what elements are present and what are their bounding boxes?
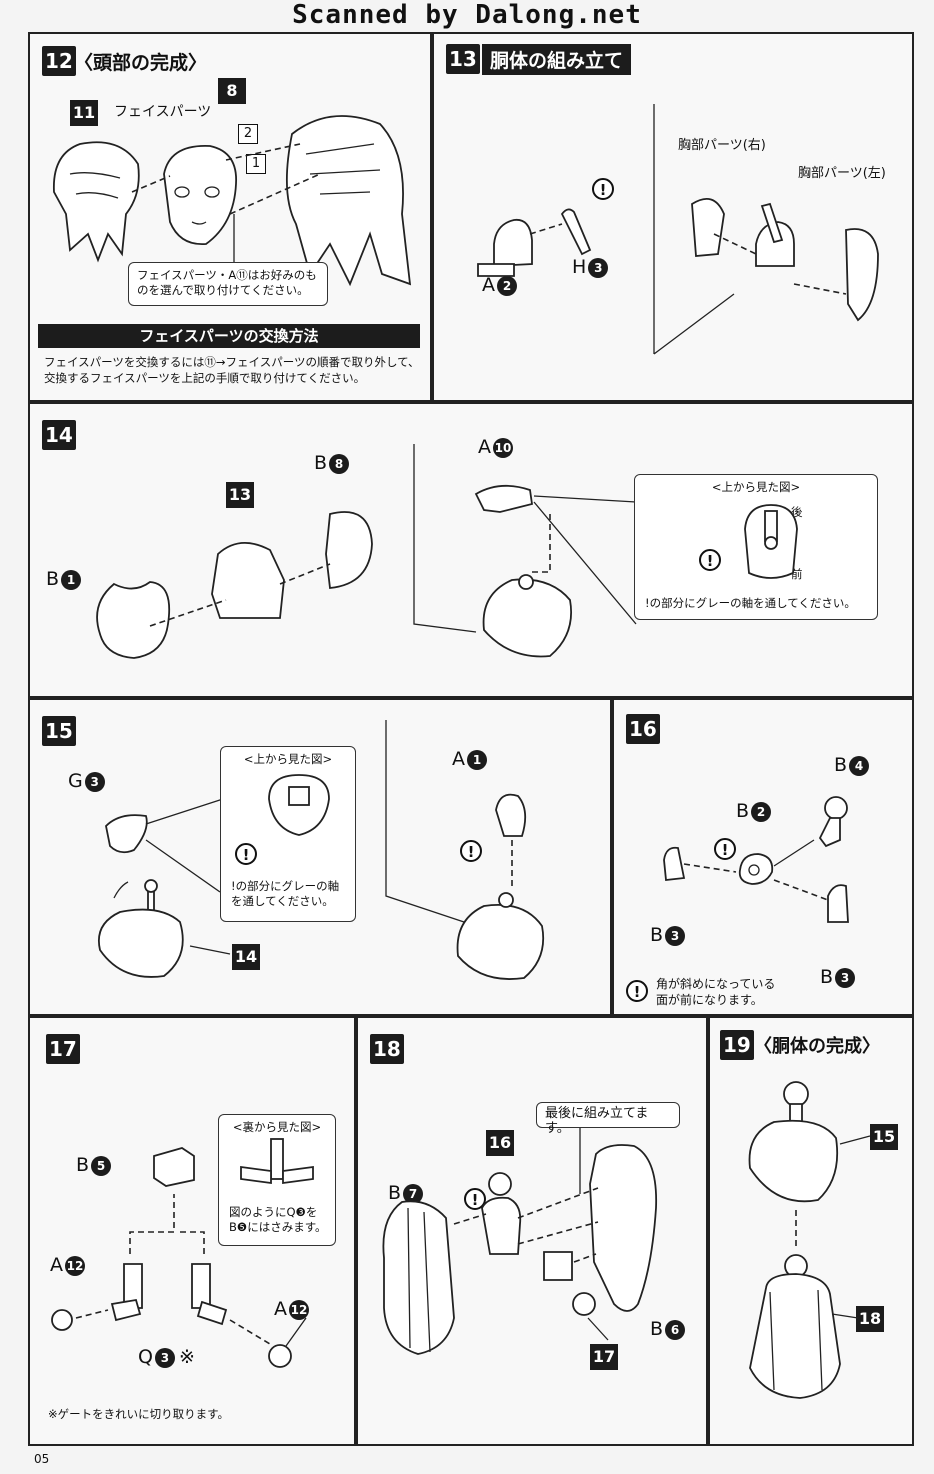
back-view-note: 図のようにQ❸をB❺にはさみます。	[229, 1205, 327, 1234]
sub-assembly-18: 18	[856, 1306, 884, 1332]
head-assembly-illustration	[53, 115, 412, 287]
gate-note: ※ゲートをきれいに切り取ります。	[48, 1407, 229, 1421]
top-view-caption: <上から見た図>	[243, 752, 333, 766]
page-number: 05	[34, 1452, 50, 1466]
sub-assembly-15: 15	[870, 1124, 898, 1150]
caution-mark: !	[460, 840, 482, 862]
step-18-illustration	[382, 1128, 658, 1355]
caution-mark: !	[235, 843, 257, 865]
rear-label: 後	[791, 505, 803, 519]
sub-assembly-13: 13	[226, 482, 254, 508]
back-view-caption: <裏から見た図>	[232, 1120, 322, 1134]
step-number: 16	[626, 714, 660, 744]
top-view-caption: <上から見た図>	[711, 480, 801, 494]
step-19-illustration	[748, 1081, 871, 1399]
face-choice-note: フェイスパーツ・A⑪はお好みのものを選んで取り付けてください。	[128, 262, 328, 306]
step-15-top-view-callout: <上から見た図> ! !の部分にグレーの軸を通してください。	[220, 746, 356, 922]
caution-mark: !	[464, 1188, 486, 1210]
step-19-panel: 19 〈胴体の完成〉 15 18	[708, 1016, 914, 1446]
front-label: 前	[791, 567, 803, 581]
step-number: 14	[42, 420, 76, 450]
torso-core-illustration	[477, 104, 879, 355]
sub-assembly-17: 17	[590, 1344, 618, 1370]
orientation-note: 角が斜めになっている面が前になります。	[656, 977, 776, 1007]
part-number-8: 8	[218, 78, 246, 104]
step-14-top-view-callout: <上から見た図> 後 前 ! !の部分にグレーの軸を通してください。	[634, 474, 878, 620]
order-1-marker: 1	[246, 154, 266, 174]
sub-assembly-16: 16	[486, 1130, 514, 1156]
step-17-illustration	[51, 1147, 307, 1368]
step-title: 〈頭部の完成〉	[74, 52, 208, 74]
chest-left-label: 胸部パーツ(左)	[798, 166, 886, 181]
caution-mark: !	[699, 549, 721, 571]
sub-assembly-14: 14	[232, 944, 260, 970]
step-number: 18	[370, 1034, 404, 1064]
caution-mark: !	[626, 980, 648, 1002]
back-view-sketch	[240, 1138, 314, 1185]
step-number: 15	[42, 716, 76, 746]
caution-mark: !	[592, 178, 614, 200]
step-number: 13	[446, 44, 480, 74]
step-title: 胴体の組み立て	[482, 44, 632, 75]
step-title: 〈胴体の完成〉	[754, 1036, 880, 1057]
face-exchange-instructions: フェイスパーツを交換するには⑪→フェイスパーツの順番で取り外して、交換するフェイ…	[44, 355, 420, 385]
scan-credit-header: Scanned by Dalong.net	[292, 0, 642, 30]
step-12-panel: 12 〈頭部の完成〉 11 8 フェイスパーツ 2 1 フェイスパーツ・A⑪はお…	[28, 32, 432, 402]
step-16-illustration	[663, 796, 849, 923]
chest-right-label: 胸部パーツ(右)	[678, 138, 766, 153]
step-15-illustration	[98, 720, 545, 980]
step-number: 12	[42, 46, 76, 76]
face-exchange-title-bar: フェイスパーツの交換方法	[38, 324, 420, 348]
step-number: 19	[720, 1030, 754, 1060]
caution-note: !の部分にグレーの軸を通してください。	[231, 879, 340, 908]
part-number-11: 11	[70, 100, 98, 126]
step-number: 17	[46, 1034, 80, 1064]
top-view-sketch	[744, 504, 798, 579]
step-17-back-view-callout: <裏から見た図> 図のようにQ❸をB❺にはさみます。	[218, 1114, 336, 1246]
order-2-marker: 2	[238, 124, 258, 144]
step-14-illustration	[96, 444, 637, 659]
assemble-last-callout: 最後に組み立てます。	[536, 1102, 680, 1136]
face-part-label: フェイスパーツ	[114, 104, 212, 120]
caution-note: !の部分にグレーの軸を通してください。	[645, 596, 856, 610]
caution-mark: !	[714, 838, 736, 860]
top-view-sketch	[268, 774, 330, 836]
